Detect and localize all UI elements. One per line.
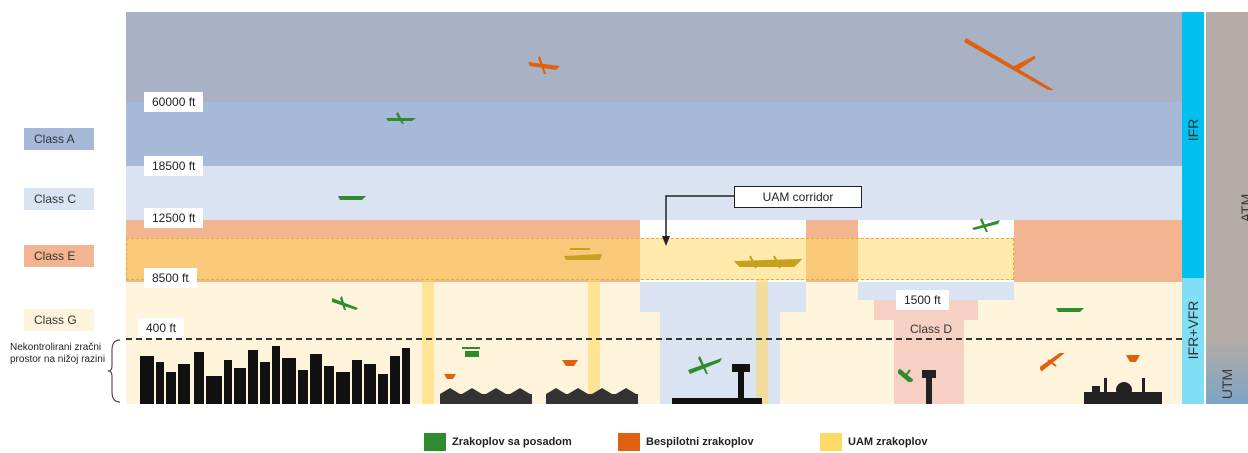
crewed-plane-icon <box>386 112 416 124</box>
legend-uam-label: UAM zrakoplov <box>848 436 928 448</box>
legend-uam: UAM zrakoplov <box>820 432 927 452</box>
legend-crewed: Zrakoplov sa posadom <box>424 432 572 452</box>
mosque-skyline <box>1084 378 1162 404</box>
ifr-vfr-label: IFR+VFR <box>1185 300 1201 360</box>
class-a-label: Class A <box>24 128 94 150</box>
class-a-band <box>126 102 1182 166</box>
altitude-1500: 1500 ft <box>896 290 949 310</box>
legend-crewed-swatch <box>424 433 446 451</box>
uam-shaft-1 <box>422 280 434 404</box>
airport-control-zone <box>640 282 806 312</box>
crewed-airliner-landing-icon <box>688 356 722 374</box>
city-skyline <box>140 346 410 404</box>
upper-airspace-band <box>126 12 1182 102</box>
uam-corridor-pointer <box>662 195 734 246</box>
class-d-label: Class D <box>910 322 953 336</box>
uncrewed-quadcopter-icon <box>1126 355 1140 362</box>
crewed-light-plane-icon <box>898 368 914 382</box>
class-d-tower <box>922 370 936 404</box>
400ft-line <box>126 338 1182 340</box>
uam-shaft-2 <box>588 280 600 404</box>
uncontrolled-bracket <box>108 339 121 403</box>
uncrewed-fixedwing-icon <box>1040 353 1064 372</box>
crewed-plane-right-icon <box>1056 308 1084 312</box>
crewed-small-plane-icon <box>332 296 358 310</box>
uncontrolled-note: Nekontrolirani zračni prostor na nižoj r… <box>10 342 106 365</box>
utm-bar <box>1206 340 1248 404</box>
class-g-label: Class G <box>24 309 94 331</box>
crewed-helicopter-icon <box>462 347 480 357</box>
crewed-jet-icon <box>972 218 1000 232</box>
altitude-12500: 12500 ft <box>144 208 204 228</box>
crewed-airliner-icon <box>338 196 366 200</box>
class-c-label: Class C <box>24 188 94 210</box>
legend-uam-swatch <box>820 433 842 451</box>
uncrewed-glider-icon <box>964 38 1054 90</box>
ifr-label: IFR <box>1185 118 1201 142</box>
uam-corridor-label: UAM corridor <box>734 186 862 208</box>
class-e-label: Class E <box>24 245 94 267</box>
altitude-60000: 60000 ft <box>144 92 204 112</box>
houses-2 <box>546 388 638 404</box>
uam-aircraft-icon <box>734 255 802 269</box>
uam-vtol-icon <box>564 248 602 260</box>
houses-1 <box>440 388 532 404</box>
utm-label: UTM <box>1219 368 1235 400</box>
uncrewed-drone-icon <box>528 56 560 74</box>
legend-uncrewed-swatch <box>618 433 640 451</box>
legend-uncrewed-label: Bespilotni zrakoplov <box>646 436 754 448</box>
ifr-bar <box>1182 12 1204 278</box>
atm-label: ATM <box>1238 193 1248 223</box>
uam-shaft-3 <box>756 280 768 404</box>
legend-crewed-label: Zrakoplov sa posadom <box>452 436 572 448</box>
atm-bar <box>1206 12 1248 404</box>
uncrewed-drone-low-icon <box>444 374 456 379</box>
airspace-diagram: 60000 ft 18500 ft 12500 ft 8500 ft 400 f… <box>126 12 1182 404</box>
altitude-18500: 18500 ft <box>144 156 204 176</box>
altitude-8500: 8500 ft <box>144 268 197 288</box>
class-c-band <box>126 166 1182 220</box>
altitude-400: 400 ft <box>138 318 185 338</box>
uncrewed-small-drone-icon <box>562 360 578 366</box>
ifr-vfr-bar <box>1182 278 1204 404</box>
airport-tower <box>672 364 762 404</box>
legend-uncrewed: Bespilotni zrakoplov <box>618 432 754 452</box>
class-e-band-right <box>1014 220 1182 290</box>
